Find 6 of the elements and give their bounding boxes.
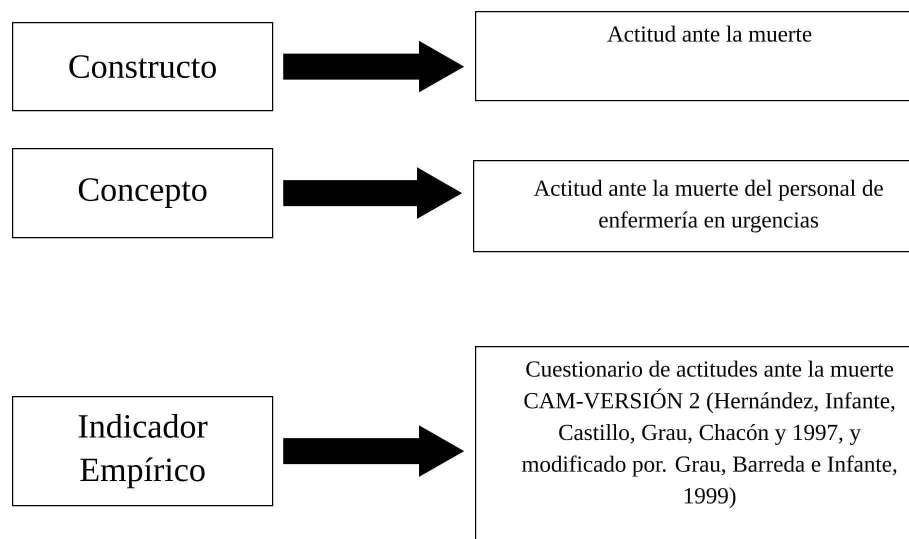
definition-box: Actitud ante la muerte del personal de enfermería en urgencias (473, 160, 909, 252)
concept-box: Constructo (12, 22, 274, 112)
concept-box: Indicador Empírico (12, 396, 274, 506)
definition-box: Actitud ante la muerte (475, 11, 909, 102)
definition-box: Cuestionario de actitudes ante la muerte CAM-VERSIÓN 2 (Hernández, Infante, Castillo, Grau, Chacón y 1997, y modificado por. Grau, Barreda e Infante, 1999) (475, 346, 909, 539)
concept-box: Concepto (12, 148, 274, 238)
